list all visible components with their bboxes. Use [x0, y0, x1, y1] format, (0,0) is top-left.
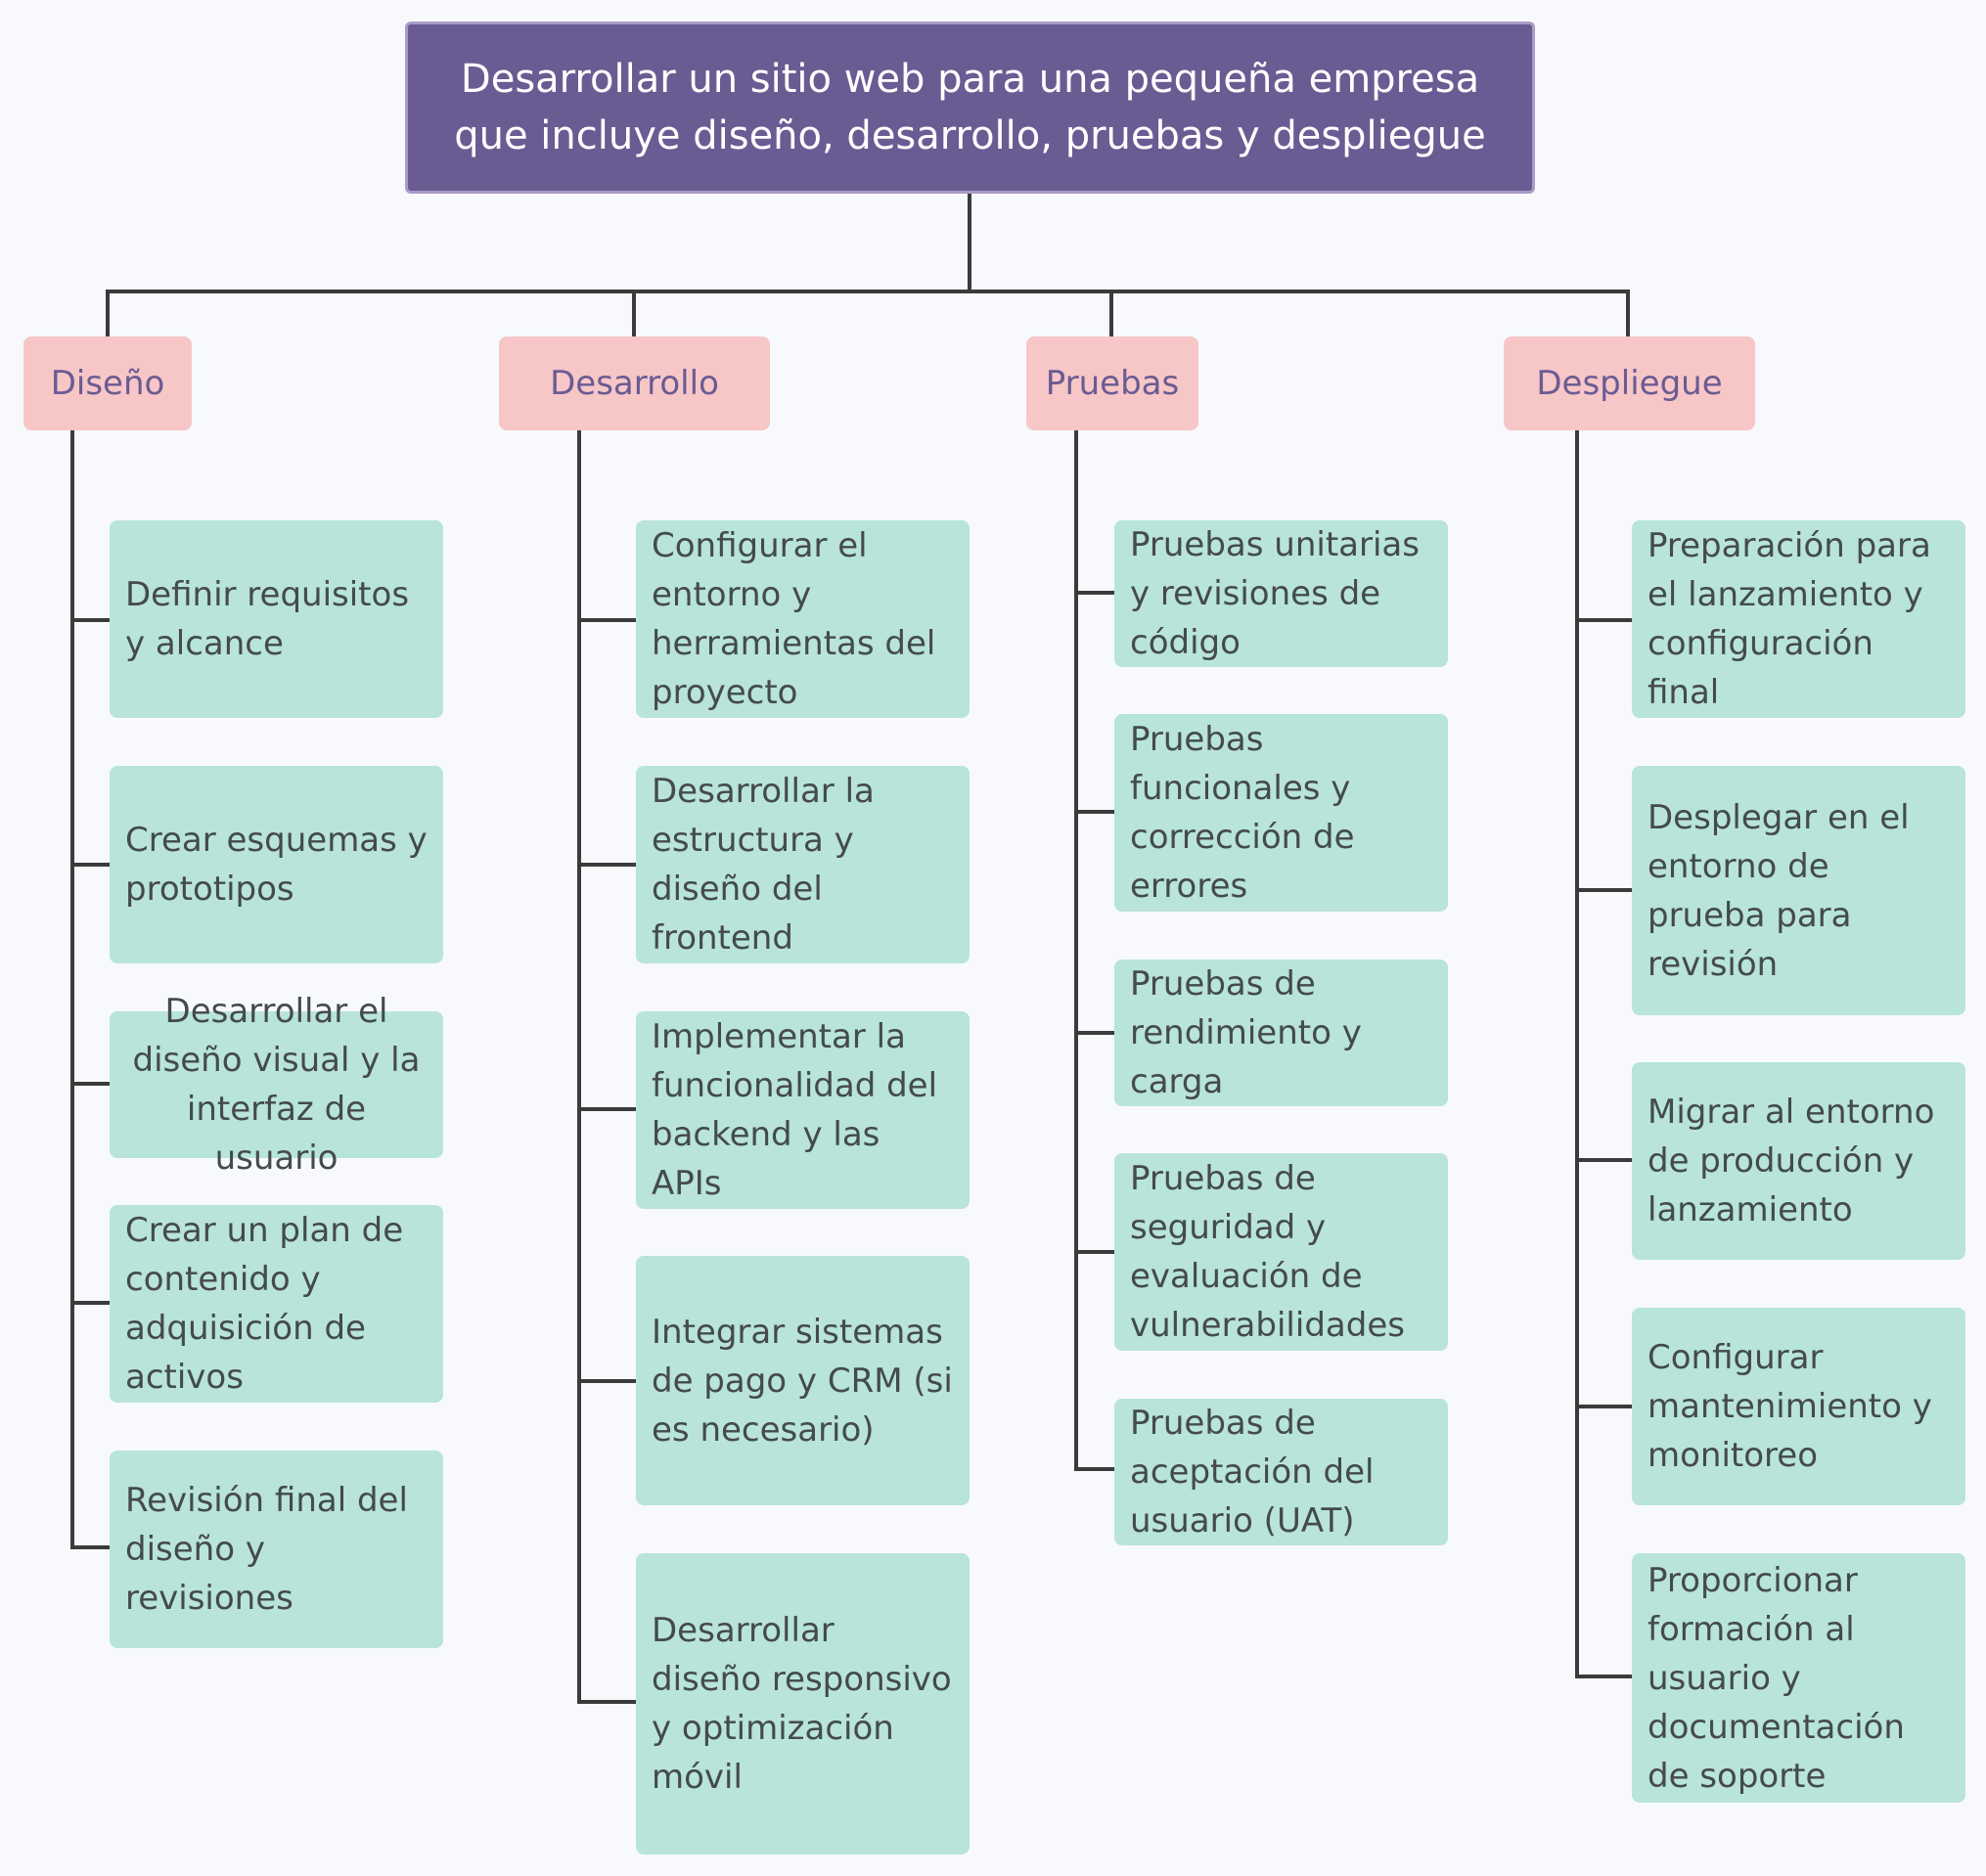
task-frontend: Desarrollar la estructura y diseño del f…: [636, 766, 970, 963]
task-plan-contenido: Crear un plan de contenido y adquisición…: [110, 1205, 443, 1403]
task-revision-final-diseno: Revisión final del diseño y revisiones: [110, 1451, 443, 1648]
root-node: Desarrollar un sitio web para una pequeñ…: [405, 22, 1535, 194]
task-backend-apis: Implementar la funcionalidad del backend…: [636, 1011, 970, 1209]
task-entorno-prueba: Desplegar en el entorno de prueba para r…: [1632, 766, 1965, 1015]
task-diseno-visual: Desarrollar el diseño visual y la interf…: [110, 992, 443, 1178]
task-migrar-produccion: Migrar al entorno de producción y lanzam…: [1632, 1062, 1965, 1260]
category-desarrollo: Desarrollo: [499, 336, 770, 430]
task-preparacion-lanzamiento: Preparación para el lanzamiento y config…: [1632, 520, 1965, 718]
task-responsivo-movil: Desarrollar diseño responsivo y optimiza…: [636, 1553, 970, 1854]
task-formacion-documentacion: Proporcionar formación al usuario y docu…: [1632, 1553, 1965, 1803]
task-definir-requisitos: Definir requisitos y alcance: [110, 520, 443, 718]
task-pruebas-funcionales: Pruebas funcionales y corrección de erro…: [1114, 714, 1448, 912]
category-pruebas: Pruebas: [1026, 336, 1198, 430]
task-configurar-entorno: Configurar el entorno y herramientas del…: [636, 520, 970, 718]
category-diseno: Diseño: [23, 336, 192, 430]
task-esquemas-prototipos: Crear esquemas y prototipos: [110, 766, 443, 963]
task-pruebas-rendimiento: Pruebas de rendimiento y carga: [1114, 960, 1448, 1106]
category-despliegue: Despliegue: [1504, 336, 1755, 430]
task-mantenimiento-monitoreo: Configurar mantenimiento y monitoreo: [1632, 1308, 1965, 1505]
task-pruebas-unitarias: Pruebas unitarias y revisiones de código: [1114, 520, 1448, 667]
task-pago-crm: Integrar sistemas de pago y CRM (si es n…: [636, 1256, 970, 1505]
task-pruebas-uat: Pruebas de aceptación del usuario (UAT): [1114, 1399, 1448, 1545]
task-pruebas-seguridad: Pruebas de seguridad y evaluación de vul…: [1114, 1153, 1448, 1351]
